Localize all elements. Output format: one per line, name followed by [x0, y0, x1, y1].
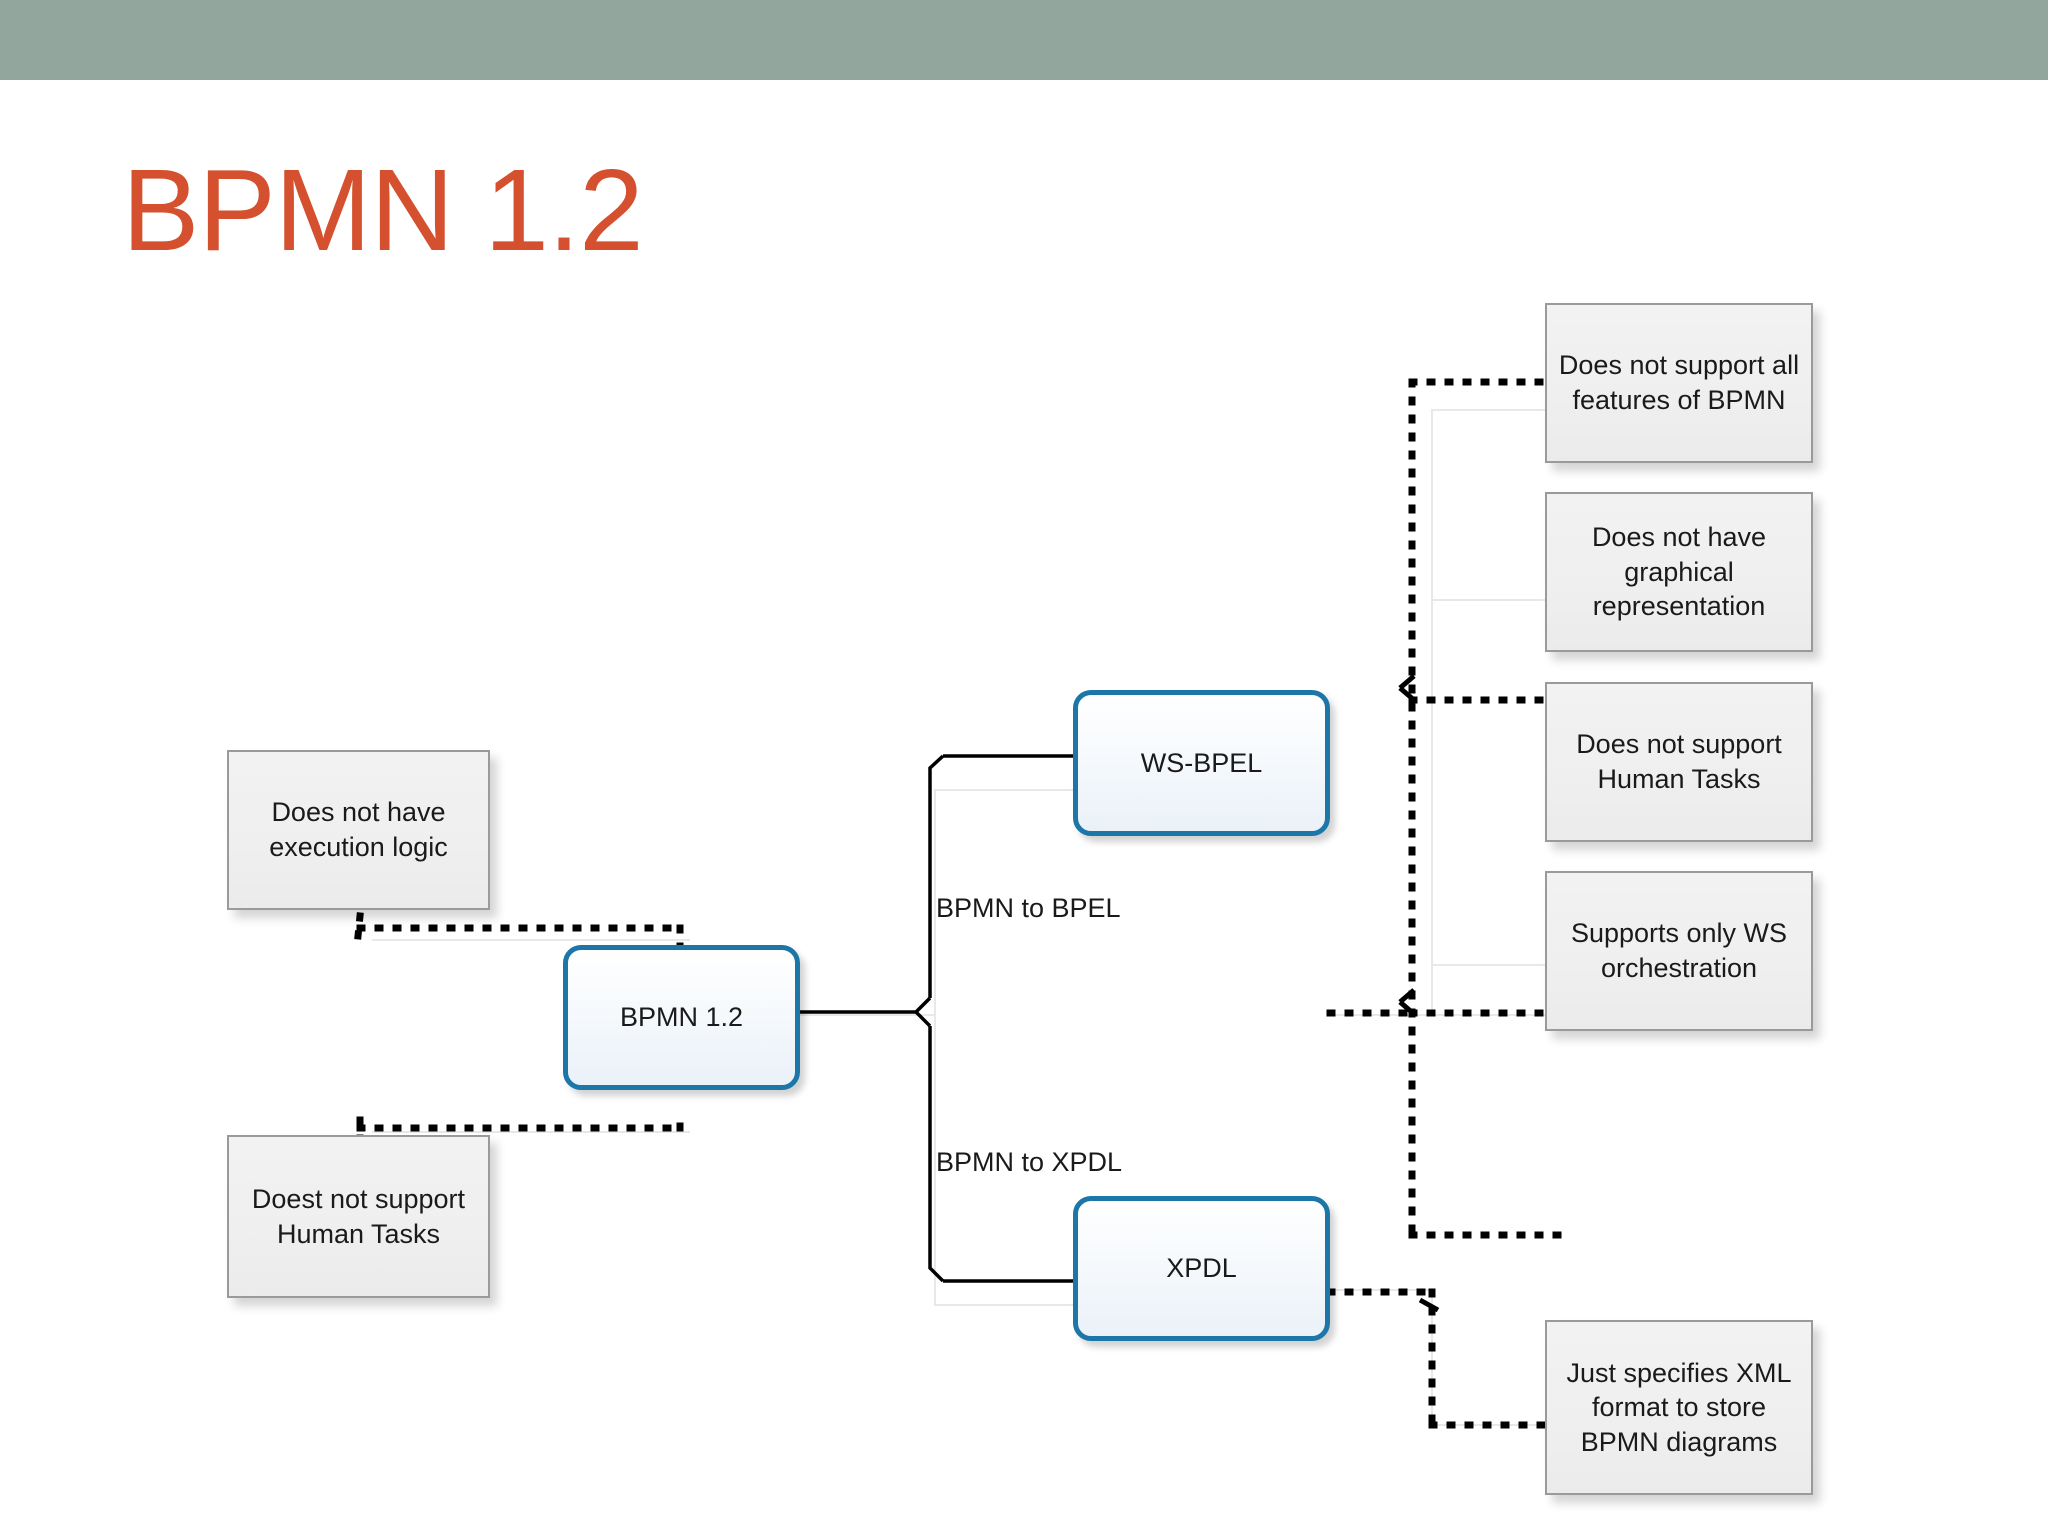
node-xpdl-label: XPDL: [1166, 1253, 1237, 1283]
node-wsbpel[interactable]: WS-BPEL: [1073, 690, 1330, 836]
note-xml-format-only[interactable]: Just specifies XML format to store BPMN …: [1545, 1320, 1813, 1495]
note-not-all-bpmn-features[interactable]: Does not support all features of BPMN: [1545, 303, 1813, 463]
node-wsbpel-label: WS-BPEL: [1140, 747, 1263, 778]
note-no-human-tasks-bpel[interactable]: Does not support Human Tasks: [1545, 682, 1813, 842]
slide-top-bar: [0, 0, 2048, 80]
note-ws-orchestration-only[interactable]: Supports only WS orchestration: [1545, 871, 1813, 1031]
note-no-graphical-representation[interactable]: Does not have graphical representation: [1545, 492, 1813, 652]
page-title: BPMN 1.2: [122, 145, 644, 275]
node-bpmn-label: BPMN 1.2: [619, 1002, 744, 1032]
note-no-human-tasks[interactable]: Doest not support Human Tasks: [227, 1135, 490, 1298]
node-xpdl[interactable]: XPDL: [1073, 1196, 1330, 1341]
edge-label-bpmn-to-bpel: BPMN to BPEL: [936, 893, 1121, 923]
note-no-execution-logic[interactable]: Does not have execution logic: [227, 750, 490, 910]
node-bpmn[interactable]: BPMN 1.2: [563, 945, 800, 1090]
edge-label-bpmn-to-xpdl: BPMN to XPDL: [936, 1147, 1123, 1177]
